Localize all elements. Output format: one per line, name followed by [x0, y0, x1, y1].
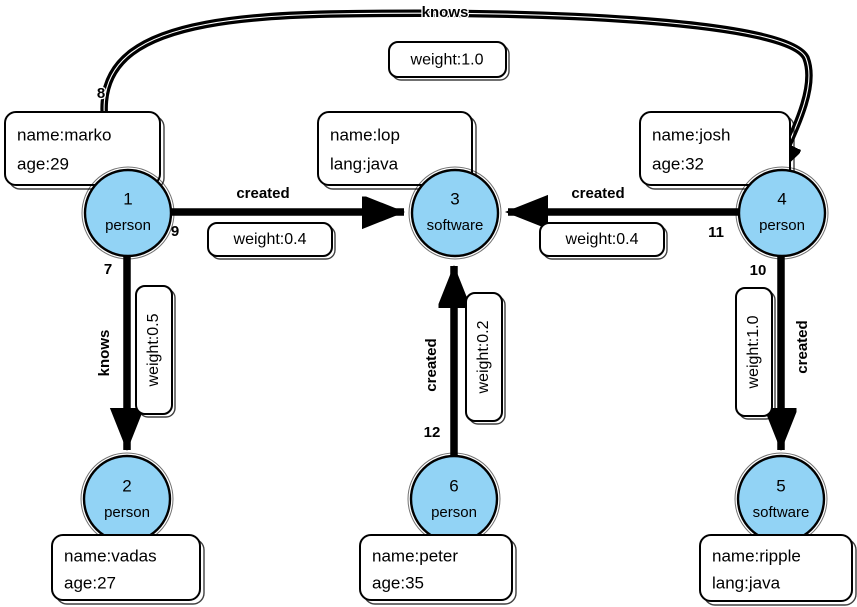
- node-3-circle: [410, 168, 500, 258]
- edge-10-weight-box: weight:1.0: [735, 287, 776, 420]
- edge-11-created[interactable]: created 11: [508, 184, 738, 242]
- node-5-label: software: [753, 504, 810, 521]
- node-1-id: 1: [123, 189, 132, 208]
- node-3-prop-0: name:lop: [330, 125, 400, 144]
- node-1-halo: [81, 166, 175, 260]
- node-5-id: 5: [776, 476, 785, 495]
- node-4-prop-1: age:32: [652, 154, 704, 173]
- edge-9-id: 9: [171, 223, 179, 240]
- node-6-box-rect: [359, 534, 513, 601]
- weight-top-rect: [388, 41, 507, 78]
- edge-7-label: knows: [96, 330, 113, 377]
- node-5[interactable]: 5 software: [734, 452, 828, 546]
- edge-7-id: 7: [104, 261, 112, 278]
- weight-left-vertical-text: weight:0.5: [145, 313, 162, 387]
- edge-10-created[interactable]: created 10: [748, 256, 812, 450]
- node-5-prop-0: name:ripple: [712, 546, 801, 565]
- edge-8-path-inner: [103, 12, 810, 176]
- node-3-label: software: [427, 217, 484, 234]
- node-1-prop-1: age:29: [17, 154, 69, 173]
- edge-12-label: created: [423, 338, 440, 391]
- node-4-label: person: [759, 217, 805, 234]
- node-5-box-rect: [699, 534, 853, 602]
- edge-12-weight-box: weight:0.2: [465, 292, 506, 425]
- edge-7-weight-box: weight:0.5: [135, 285, 176, 418]
- node-3-prop-1: lang:java: [330, 154, 399, 173]
- edge-10-id: 10: [750, 262, 767, 279]
- weight-left-vertical-rect: [135, 285, 173, 415]
- weight-center-vertical-text: weight:0.2: [475, 320, 492, 394]
- node-6[interactable]: 6 person: [407, 452, 501, 546]
- node-1-prop-0: name:marko: [17, 125, 111, 144]
- node-2-box-rect: [51, 534, 201, 601]
- edge-9-created[interactable]: created 9: [170, 184, 404, 241]
- node-5-circle: [736, 454, 826, 544]
- weight-created-left-rect: [207, 222, 333, 257]
- edge-12-created[interactable]: created 12: [422, 266, 454, 456]
- edge-12-id: 12: [424, 424, 441, 441]
- node-1-box-rect: [4, 111, 161, 186]
- node-2-label: person: [104, 504, 150, 521]
- weight-created-right-rect: [539, 222, 665, 257]
- node-6-id: 6: [449, 476, 458, 495]
- node-4[interactable]: 4 person: [735, 166, 829, 260]
- node-5-property-box[interactable]: name:ripple lang:java: [699, 534, 857, 606]
- edge-9-weight-box: weight:0.4: [207, 222, 336, 260]
- node-1-property-box[interactable]: name:marko age:29: [4, 111, 165, 190]
- node-2-circle: [82, 454, 172, 544]
- weight-right-vertical-rect: [735, 287, 773, 417]
- edge-7-knows[interactable]: knows 7: [95, 256, 127, 450]
- node-1-circle: [83, 168, 173, 258]
- weight-center-vertical-rect: [465, 292, 503, 422]
- edge-9-label: created: [236, 185, 289, 202]
- edge-11-id: 11: [708, 224, 724, 241]
- node-6-prop-1: age:35: [372, 573, 424, 592]
- edge-11-weight-box: weight:0.4: [539, 222, 668, 260]
- node-3-id: 3: [450, 189, 459, 208]
- node-3[interactable]: 3 software: [408, 166, 502, 260]
- node-2[interactable]: 2 person: [80, 452, 174, 546]
- node-1-label: person: [105, 217, 151, 234]
- edge-8-knows[interactable]: knows 8: [96, 3, 813, 178]
- node-1[interactable]: 1 person: [81, 166, 175, 260]
- node-3-box-rect: [317, 111, 473, 186]
- node-4-circle: [737, 168, 827, 258]
- edge-8-weight-box: weight:1.0: [388, 41, 510, 81]
- edge-8-label: knows: [422, 4, 469, 21]
- node-6-prop-0: name:peter: [372, 546, 458, 565]
- weight-right-vertical-text: weight:1.0: [745, 315, 762, 389]
- node-4-halo: [735, 166, 829, 260]
- node-6-property-box[interactable]: name:peter age:35: [359, 534, 517, 605]
- node-5-prop-1: lang:java: [712, 573, 781, 592]
- edge-8-id: 8: [97, 85, 105, 102]
- node-2-prop-0: name:vadas: [64, 546, 157, 565]
- node-3-halo: [408, 166, 502, 260]
- node-3-property-box[interactable]: name:lop lang:java: [317, 111, 477, 190]
- weight-top-text: weight:1.0: [410, 52, 484, 69]
- node-4-property-box[interactable]: name:josh age:32: [639, 111, 795, 190]
- weight-created-left-text: weight:0.4: [233, 231, 307, 248]
- weight-created-right-text: weight:0.4: [565, 231, 639, 248]
- node-6-circle: [409, 454, 499, 544]
- node-6-label: person: [431, 504, 477, 521]
- node-4-prop-0: name:josh: [652, 125, 730, 144]
- node-2-id: 2: [122, 476, 131, 495]
- edge-10-label: created: [794, 320, 811, 373]
- node-4-box-rect: [639, 111, 791, 186]
- node-2-prop-1: age:27: [64, 573, 116, 592]
- node-4-id: 4: [777, 189, 786, 208]
- node-2-property-box[interactable]: name:vadas age:27: [51, 534, 205, 605]
- edge-11-label: created: [571, 185, 624, 202]
